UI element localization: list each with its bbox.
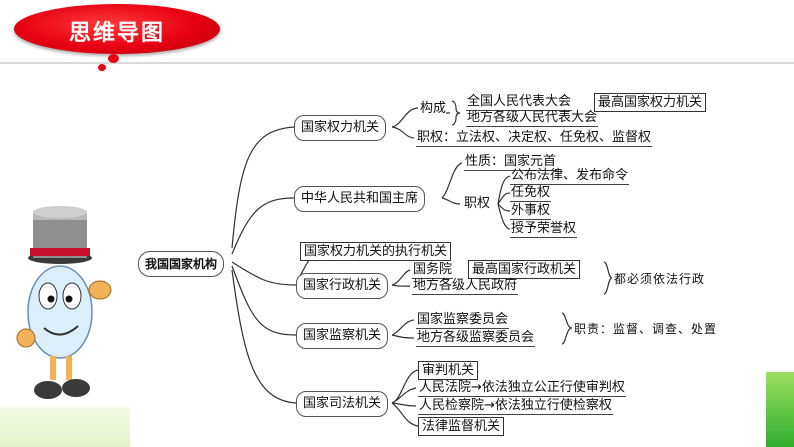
branch-administrative: 国家行政机关 [296,273,389,299]
supervisory-duties: 职责：监督、调查、处置 [574,322,718,336]
peoples-procuratorate: 人民检察院→依法独立行使检察权 [418,398,613,415]
legal-supervision-label: 法律监督机关 [418,417,505,436]
local-government-label: 地方各级人民政府 [412,278,519,295]
president-power-4: 授予荣誉权 [510,221,578,238]
header-divider [0,62,794,64]
local-congress-label: 地方各级人民代表大会 [466,110,599,127]
branch-president: 中华人民共和国主席 [294,186,426,212]
branch-judicial: 国家司法机关 [296,391,389,417]
state-council-note: 最高国家行政机关 [468,260,581,279]
npc-label: 全国人民代表大会 [466,94,573,111]
judicial-organ-label: 审判机关 [418,361,479,380]
president-nature: 性质：国家元首 [464,154,558,171]
branch-supervisory: 国家监察机关 [296,323,389,349]
page-title: 思维导图 [68,21,165,46]
president-power-3: 外事权 [510,203,552,220]
executive-of-power-organ: 国家权力机关的执行机关 [300,242,452,261]
rule-of-law-note: 都必须依法行政 [614,272,706,286]
national-supervisory-commission: 国家监察委员会 [416,312,510,329]
president-power-1: 公布法律、发布命令 [510,168,630,185]
badge-dot-2 [98,64,106,71]
npc-note: 最高国家权力机关 [594,93,707,112]
peoples-court: 人民法院→依法独立公正行使审判权 [418,380,626,397]
decor-green-bar [0,407,130,447]
president-powers-label: 职权 [464,196,491,211]
state-council-label: 国务院 [412,262,454,279]
composition-label: 构成 [420,101,447,116]
local-supervisory-commissions: 地方各级监察委员会 [416,330,536,347]
decor-green-corner [766,372,794,447]
branch-power-organ: 国家权力机关 [294,115,387,141]
power-duties: 职权：立法权、决定权、任免权、监督权 [416,130,653,147]
mindmap-root: 我国国家机构 [138,251,225,277]
title-badge: 思维导图 [14,4,220,54]
president-power-2: 任免权 [510,185,552,202]
badge-dot-1 [108,54,119,63]
